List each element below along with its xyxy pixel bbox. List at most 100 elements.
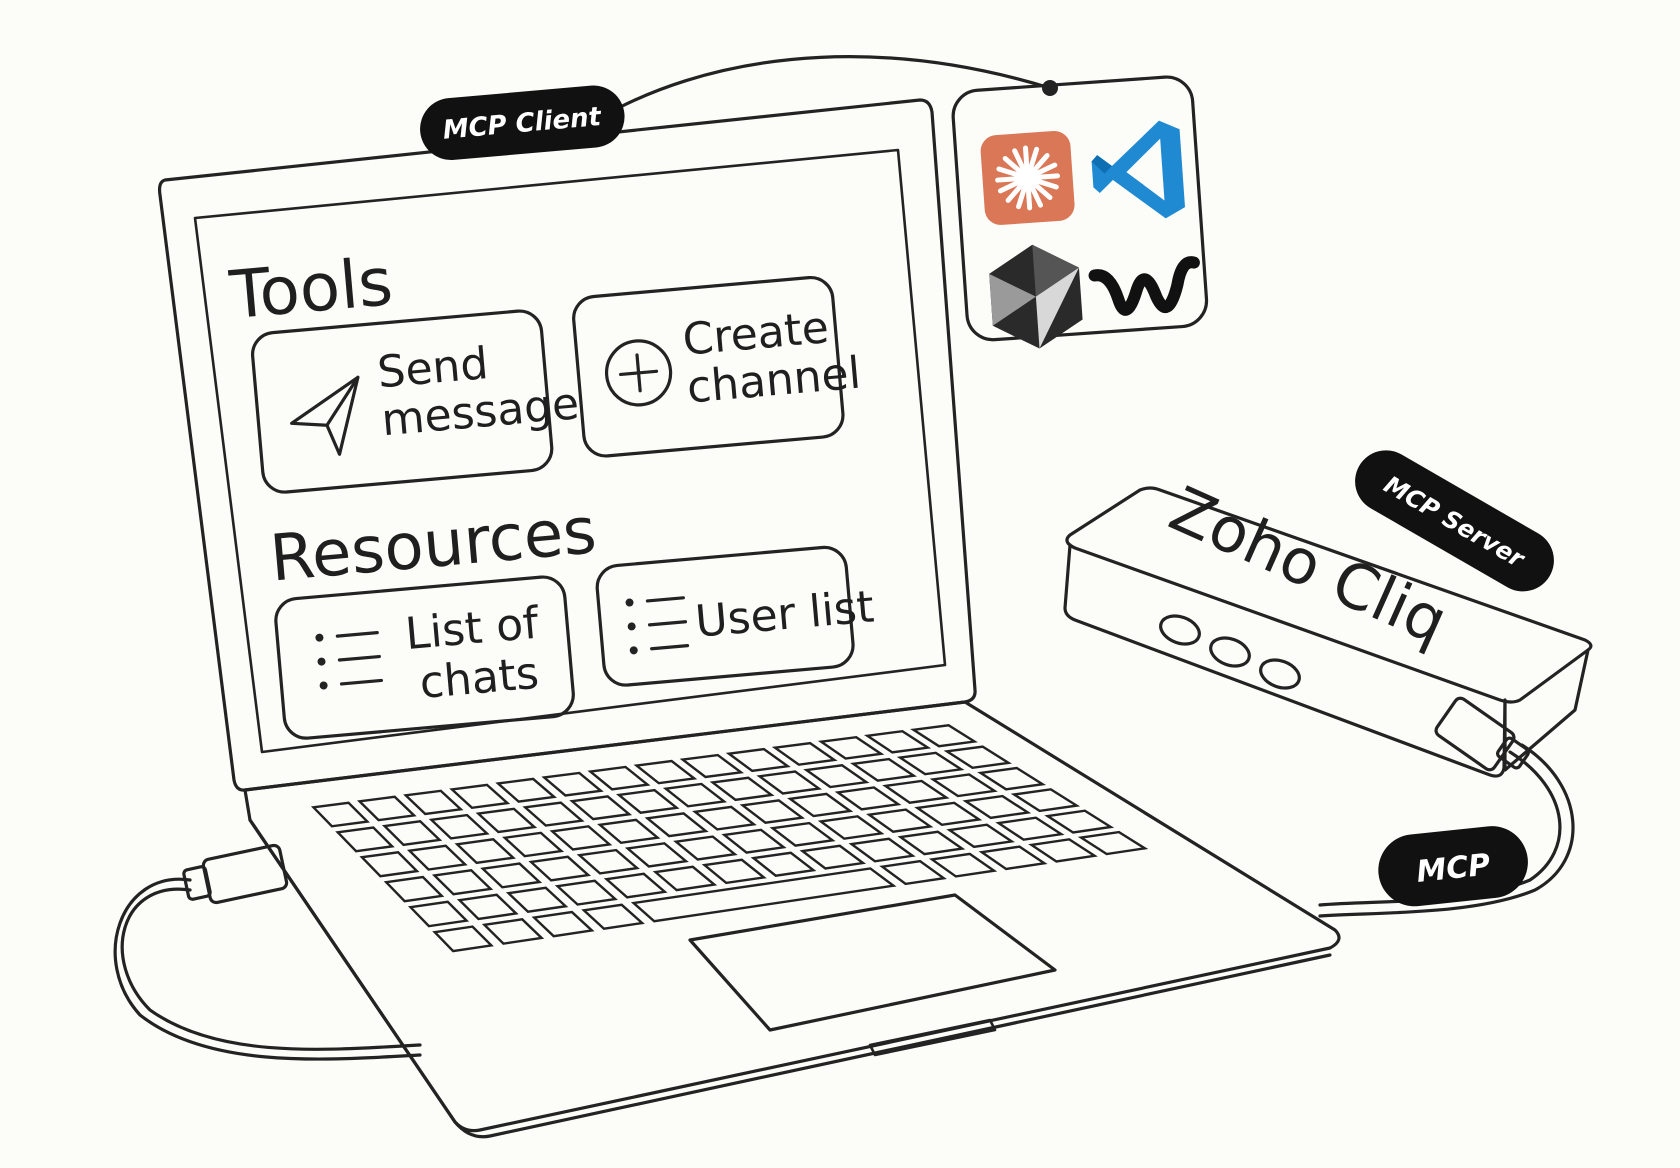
keyboard-key [977, 766, 1047, 791]
laptop-base-edge [248, 818, 1332, 1139]
keyboard-key [454, 838, 516, 865]
server-button [1159, 614, 1201, 646]
keyboard-key [928, 852, 998, 878]
keyboard-key [1044, 809, 1115, 834]
keyboard-key [449, 783, 511, 810]
keyboard-key [943, 745, 1012, 770]
laptop-keyboard [310, 724, 1149, 953]
client-apps-card [951, 75, 1209, 349]
keyboard-key [769, 821, 836, 847]
server-button [1259, 658, 1301, 690]
keyboard-key [587, 765, 651, 791]
keyboard-key [581, 903, 645, 930]
keyboard-key [541, 771, 604, 797]
left-usb-plug [182, 843, 289, 905]
keyboard-key [597, 818, 661, 845]
resource-card-user-list[interactable]: User list [595, 543, 878, 687]
right-cable [1318, 750, 1562, 907]
keyboard-key [929, 773, 998, 798]
keyboard-key [882, 779, 950, 804]
keyboard-key [652, 865, 718, 892]
laptop [157, 98, 1341, 1139]
keyboard-key [725, 747, 791, 773]
keyboard-key [750, 851, 817, 877]
cursor-icon [989, 244, 1083, 349]
mcp-client-label: MCP Client [420, 85, 625, 161]
resources-heading: Resources [267, 494, 599, 596]
keyboard-key [383, 875, 445, 903]
keyboard-key [502, 831, 565, 858]
laptop-screen [193, 148, 947, 754]
keyboard-key [721, 828, 787, 854]
tool-card-create-channel[interactable]: Create channel [572, 274, 866, 458]
keyboard-key [739, 799, 806, 824]
server-side-face [1503, 648, 1590, 772]
keyboard-key [495, 777, 557, 803]
tools-heading: Tools [226, 243, 396, 334]
tool-label-line1: Create [681, 302, 831, 366]
keyboard-key [962, 794, 1032, 820]
screen-content: Tools Send message Create channel Resour… [226, 243, 878, 740]
mcp-protocol-label: MCP [1378, 826, 1528, 907]
laptop-trackpad [688, 893, 1057, 1032]
keyboard-key [771, 741, 838, 766]
keyboard-key [644, 812, 709, 838]
keyboard-key [407, 900, 470, 928]
keyboard-key [616, 788, 680, 814]
vscode-icon [1091, 120, 1186, 219]
list-icon [625, 596, 690, 655]
keyboard-key [866, 808, 934, 833]
server-device: Zoho Cliq [1063, 472, 1593, 778]
keyboard-key [848, 837, 916, 863]
keyboard-key [1028, 838, 1098, 863]
keyboard-key [505, 886, 569, 913]
windsurf-icon [1088, 256, 1200, 316]
left-cable [120, 887, 422, 1051]
left-cable-outer [113, 877, 422, 1061]
keyboard-key [406, 844, 468, 871]
keyboard-key [673, 835, 738, 861]
keyboard-key [787, 792, 854, 818]
keyboard-key [475, 807, 538, 834]
keyboard-key [701, 858, 767, 885]
keyboard-key [662, 782, 728, 808]
keyboard-key [576, 848, 640, 875]
keyboard-key [357, 795, 417, 822]
keyboard-key [403, 789, 464, 816]
keyboard-key [456, 893, 519, 921]
keyboard-key [834, 786, 902, 811]
resource-label-line1: List of [403, 598, 542, 661]
tool-card-send-message[interactable]: Send message [250, 307, 584, 494]
keyboard-key [896, 751, 965, 776]
keyboard-key [480, 862, 543, 889]
keyboard-key [1010, 788, 1081, 813]
keyboard-key [897, 830, 966, 856]
server-front-face [1063, 543, 1507, 778]
keyboard-key [432, 925, 494, 953]
keyboard-key [630, 867, 897, 923]
keyboard-key [522, 801, 585, 827]
keyboard-key [879, 859, 947, 886]
resource-label-line2: chats [418, 648, 541, 709]
keyboard-key [756, 770, 823, 795]
keyboard-key [431, 869, 494, 896]
keyboard-key [910, 724, 978, 748]
client-connector-cable [598, 55, 1052, 120]
keyboard-key [359, 851, 420, 878]
keyboard-key [603, 872, 668, 899]
keyboard-key [817, 735, 885, 760]
keyboard-key [946, 823, 1015, 849]
plus-circle-icon [604, 339, 673, 407]
keyboard-key [799, 844, 867, 870]
tool-label-line1: Send [375, 338, 490, 398]
list-icon [315, 631, 384, 690]
keyboard-key [817, 815, 885, 840]
keyboard-key [549, 825, 613, 851]
laptop-base [243, 700, 1341, 1133]
keyboard-key [624, 842, 689, 868]
keyboard-key [633, 759, 698, 785]
keyboard-key [381, 820, 443, 847]
mcp-protocol-text: MCP [1415, 847, 1492, 890]
resource-card-list-of-chats[interactable]: List of chats [274, 575, 575, 740]
keyboard-key [850, 757, 918, 782]
